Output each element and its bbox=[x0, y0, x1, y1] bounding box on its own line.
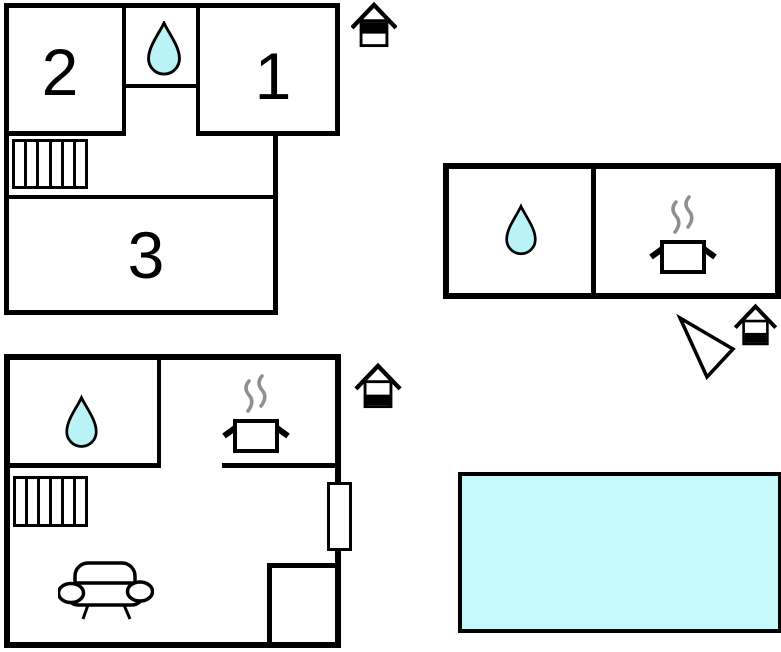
wall bbox=[443, 293, 781, 299]
stairs-icon bbox=[13, 476, 88, 527]
house-floor-indicator-upper-icon bbox=[351, 1, 397, 48]
wall bbox=[4, 3, 9, 315]
water-drop-icon bbox=[505, 203, 537, 256]
wall bbox=[4, 354, 341, 360]
cooking-pot-icon bbox=[222, 374, 290, 453]
pool bbox=[458, 472, 781, 633]
wall bbox=[157, 360, 161, 464]
wall bbox=[4, 3, 340, 8]
room-3-label: 3 bbox=[127, 218, 165, 292]
steam-icon bbox=[244, 379, 254, 413]
wall bbox=[267, 563, 341, 568]
cooking-pot-icon bbox=[649, 195, 717, 274]
roof bbox=[351, 1, 397, 30]
wall bbox=[4, 131, 126, 136]
upper-floor-fill bbox=[362, 22, 386, 34]
wall bbox=[222, 463, 341, 468]
wall bbox=[443, 163, 449, 299]
wall bbox=[443, 163, 781, 169]
room-2-label: 2 bbox=[41, 35, 79, 109]
steam-icon bbox=[257, 374, 267, 408]
ground-floor-fill bbox=[744, 332, 767, 343]
wall bbox=[591, 169, 596, 293]
sofa-armrest bbox=[125, 580, 154, 603]
steam-icon bbox=[684, 195, 694, 229]
wall bbox=[196, 131, 340, 136]
roof bbox=[354, 362, 402, 391]
wall bbox=[4, 463, 161, 468]
sofa-icon bbox=[58, 561, 154, 620]
wall bbox=[122, 3, 126, 136]
wall bbox=[196, 3, 200, 136]
sofa-armrest bbox=[58, 581, 86, 605]
room-1-label: 1 bbox=[254, 39, 292, 113]
wall bbox=[122, 84, 200, 88]
sofa-leg bbox=[122, 604, 132, 620]
wall bbox=[273, 131, 278, 315]
wall bbox=[267, 563, 272, 648]
ground-floor-fill bbox=[366, 394, 390, 406]
wall bbox=[4, 642, 341, 648]
direction-arrow-icon bbox=[676, 314, 736, 381]
pot-body bbox=[233, 419, 279, 453]
wall bbox=[4, 310, 278, 315]
house-floor-indicator-ground-icon bbox=[733, 303, 778, 346]
wall bbox=[4, 195, 278, 199]
steam-icon bbox=[671, 200, 681, 234]
roof bbox=[733, 303, 778, 330]
sofa-leg bbox=[81, 604, 90, 620]
water-drop-icon bbox=[65, 394, 98, 448]
door-element bbox=[327, 482, 352, 551]
wall bbox=[335, 3, 340, 136]
water-drop-icon bbox=[147, 21, 181, 76]
stairs-icon bbox=[12, 139, 88, 189]
pot-body bbox=[660, 240, 706, 274]
wall bbox=[775, 163, 781, 299]
wall bbox=[4, 354, 10, 648]
house-floor-indicator-ground-icon bbox=[354, 362, 402, 409]
